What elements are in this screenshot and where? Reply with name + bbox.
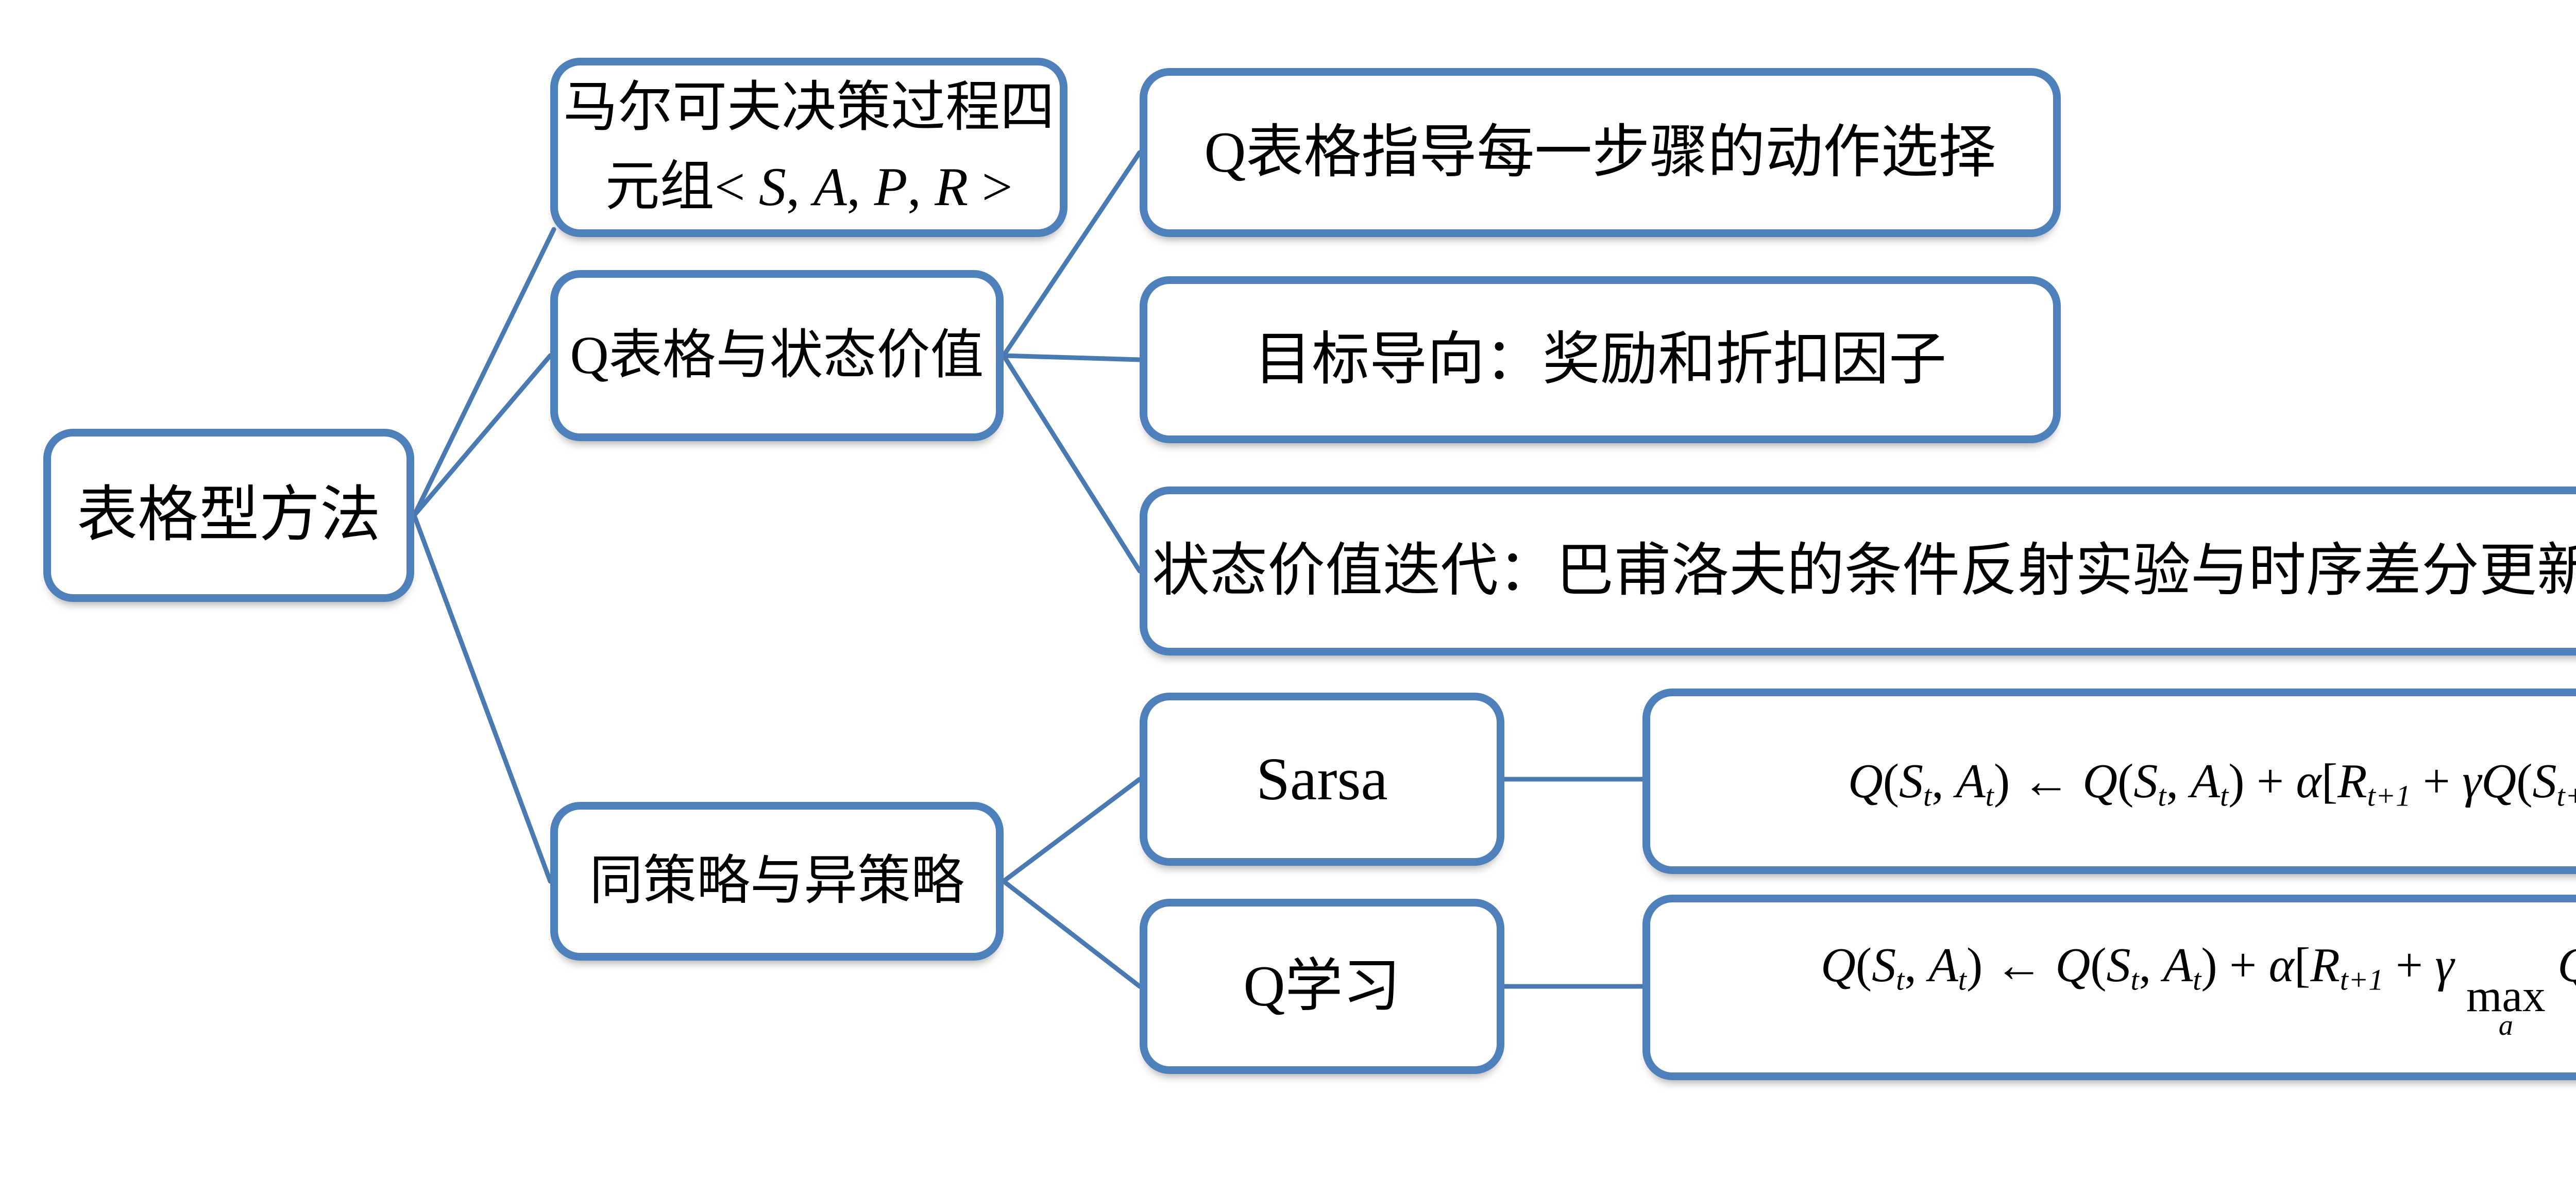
connector-root-qtable: [412, 353, 553, 518]
connector-qtable-qguide: [1001, 150, 1142, 358]
node-label-sarsa: Sarsa: [1256, 745, 1388, 813]
leaf-label-q-table-guides-actions: Q表格指导每一步骤的动作选择: [1204, 120, 1996, 184]
node-sarsa: Sarsa: [1140, 693, 1504, 866]
node-on-off-policy: 同策略与异策略: [550, 802, 1004, 961]
node-q-table-state-value: Q表格与状态价值: [550, 270, 1004, 441]
sarsa-update-equation: Q(St, At) ← Q(St, At) + α[Rt+1 + γQ(St+1…: [1848, 754, 2576, 813]
node-label-mdp-tuple: 马尔可夫决策过程四 元组< S, A, P, R >: [563, 68, 1055, 226]
formula-sarsa-update: Q(St, At) ← Q(St, At) + α[Rt+1 + γQ(St+1…: [1642, 689, 2576, 874]
node-label-q-learning: Q学习: [1243, 954, 1401, 1018]
node-label-on-off-policy: 同策略与异策略: [589, 851, 964, 911]
connector-policy-qlearning: [1001, 879, 1142, 989]
node-mdp-tuple: 马尔可夫决策过程四 元组< S, A, P, R >: [550, 58, 1067, 237]
node-q-learning: Q学习: [1140, 899, 1504, 1074]
leaf-state-value-iteration: 状态价值迭代：巴甫洛夫的条件反射实验与时序差分更新: [1140, 486, 2576, 656]
mdp-label-line1: 马尔可夫决策过程四: [563, 77, 1055, 138]
leaf-label-state-value-iteration: 状态价值迭代：巴甫洛夫的条件反射实验与时序差分更新: [1152, 539, 2576, 603]
node-label-tabular-methods: 表格型方法: [76, 481, 381, 549]
node-tabular-methods: 表格型方法: [43, 429, 414, 602]
leaf-goal-oriented: 目标导向：奖励和折扣因子: [1140, 276, 2061, 443]
connector-root-mdp: [412, 227, 556, 518]
connector-qtable-valueiter: [1001, 353, 1142, 574]
connector-qtable-goal: [1001, 353, 1142, 362]
connector-policy-sarsa: [1001, 777, 1142, 884]
mdp-label-line2: 元组< S, A, P, R >: [605, 157, 1013, 217]
leaf-label-goal-oriented: 目标导向：奖励和折扣因子: [1254, 327, 1946, 392]
node-label-q-table-state-value: Q表格与状态价值: [570, 326, 984, 385]
connector-root-policy: [412, 513, 553, 884]
leaf-q-table-guides-actions: Q表格指导每一步骤的动作选择: [1140, 68, 2061, 237]
